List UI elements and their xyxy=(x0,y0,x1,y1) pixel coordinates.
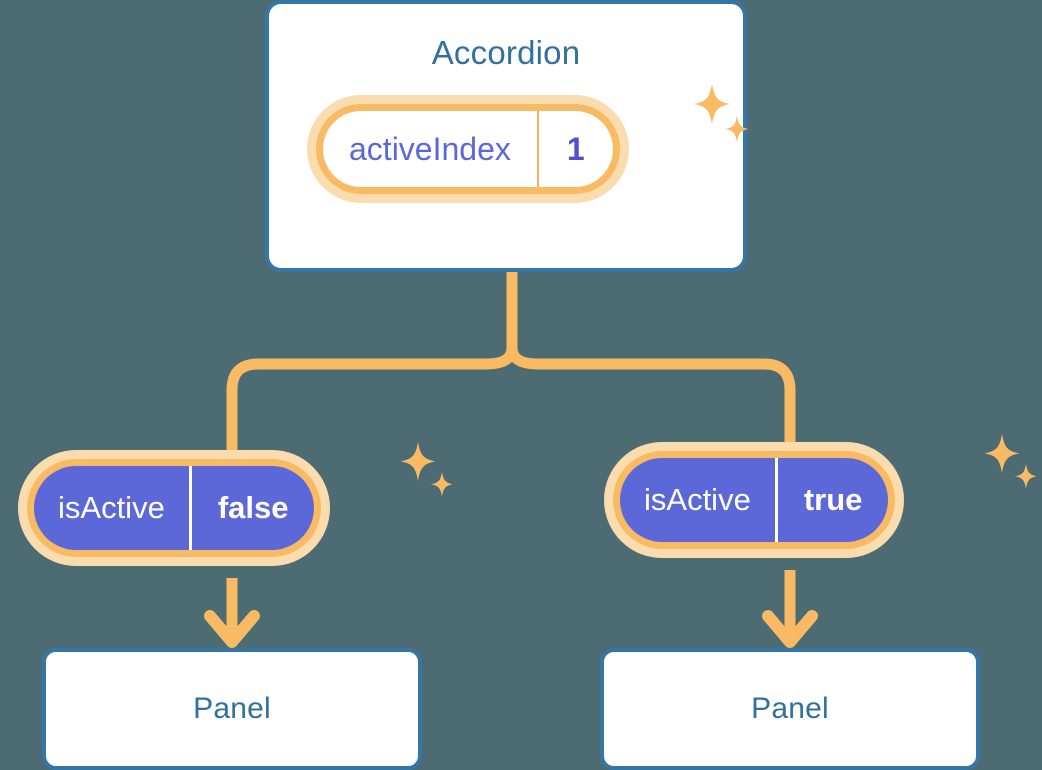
panel-card-left[interactable]: Panel xyxy=(42,648,422,770)
state-value-label: true xyxy=(774,458,889,542)
state-pill-active-index[interactable]: activeIndex 1 xyxy=(307,95,629,203)
connector-branch-left xyxy=(226,342,518,458)
arrow-down-right xyxy=(762,570,818,648)
connector-branch-right xyxy=(506,342,796,450)
pill-halo: activeIndex 1 xyxy=(307,95,629,203)
pill-body: activeIndex 1 xyxy=(323,111,613,187)
pill-halo: isActive true xyxy=(604,442,905,558)
state-key-label: isActive xyxy=(58,490,165,525)
panel-title: Panel xyxy=(751,692,829,725)
arrow-down-left xyxy=(204,578,260,648)
state-pill-is-active-left[interactable]: isActive false xyxy=(18,450,331,566)
state-value-label: false xyxy=(188,466,315,550)
pill-ring: activeIndex 1 xyxy=(316,104,620,194)
pill-ring: isActive false xyxy=(27,459,322,557)
pill-body: isActive true xyxy=(620,458,889,542)
pill-ring: isActive true xyxy=(613,451,896,549)
panel-card-right[interactable]: Panel xyxy=(600,648,980,770)
panel-title: Panel xyxy=(193,692,271,725)
state-value-label: 1 xyxy=(536,111,613,187)
state-pill-is-active-right[interactable]: isActive true xyxy=(604,442,905,558)
sparkle-icon xyxy=(400,442,453,497)
sparkle-icon xyxy=(984,434,1037,489)
state-key-label: activeIndex xyxy=(349,130,511,167)
state-key-label: isActive xyxy=(644,482,751,517)
pill-body: isActive false xyxy=(34,466,315,550)
page-title: Accordion xyxy=(431,34,581,71)
pill-halo: isActive false xyxy=(18,450,331,566)
